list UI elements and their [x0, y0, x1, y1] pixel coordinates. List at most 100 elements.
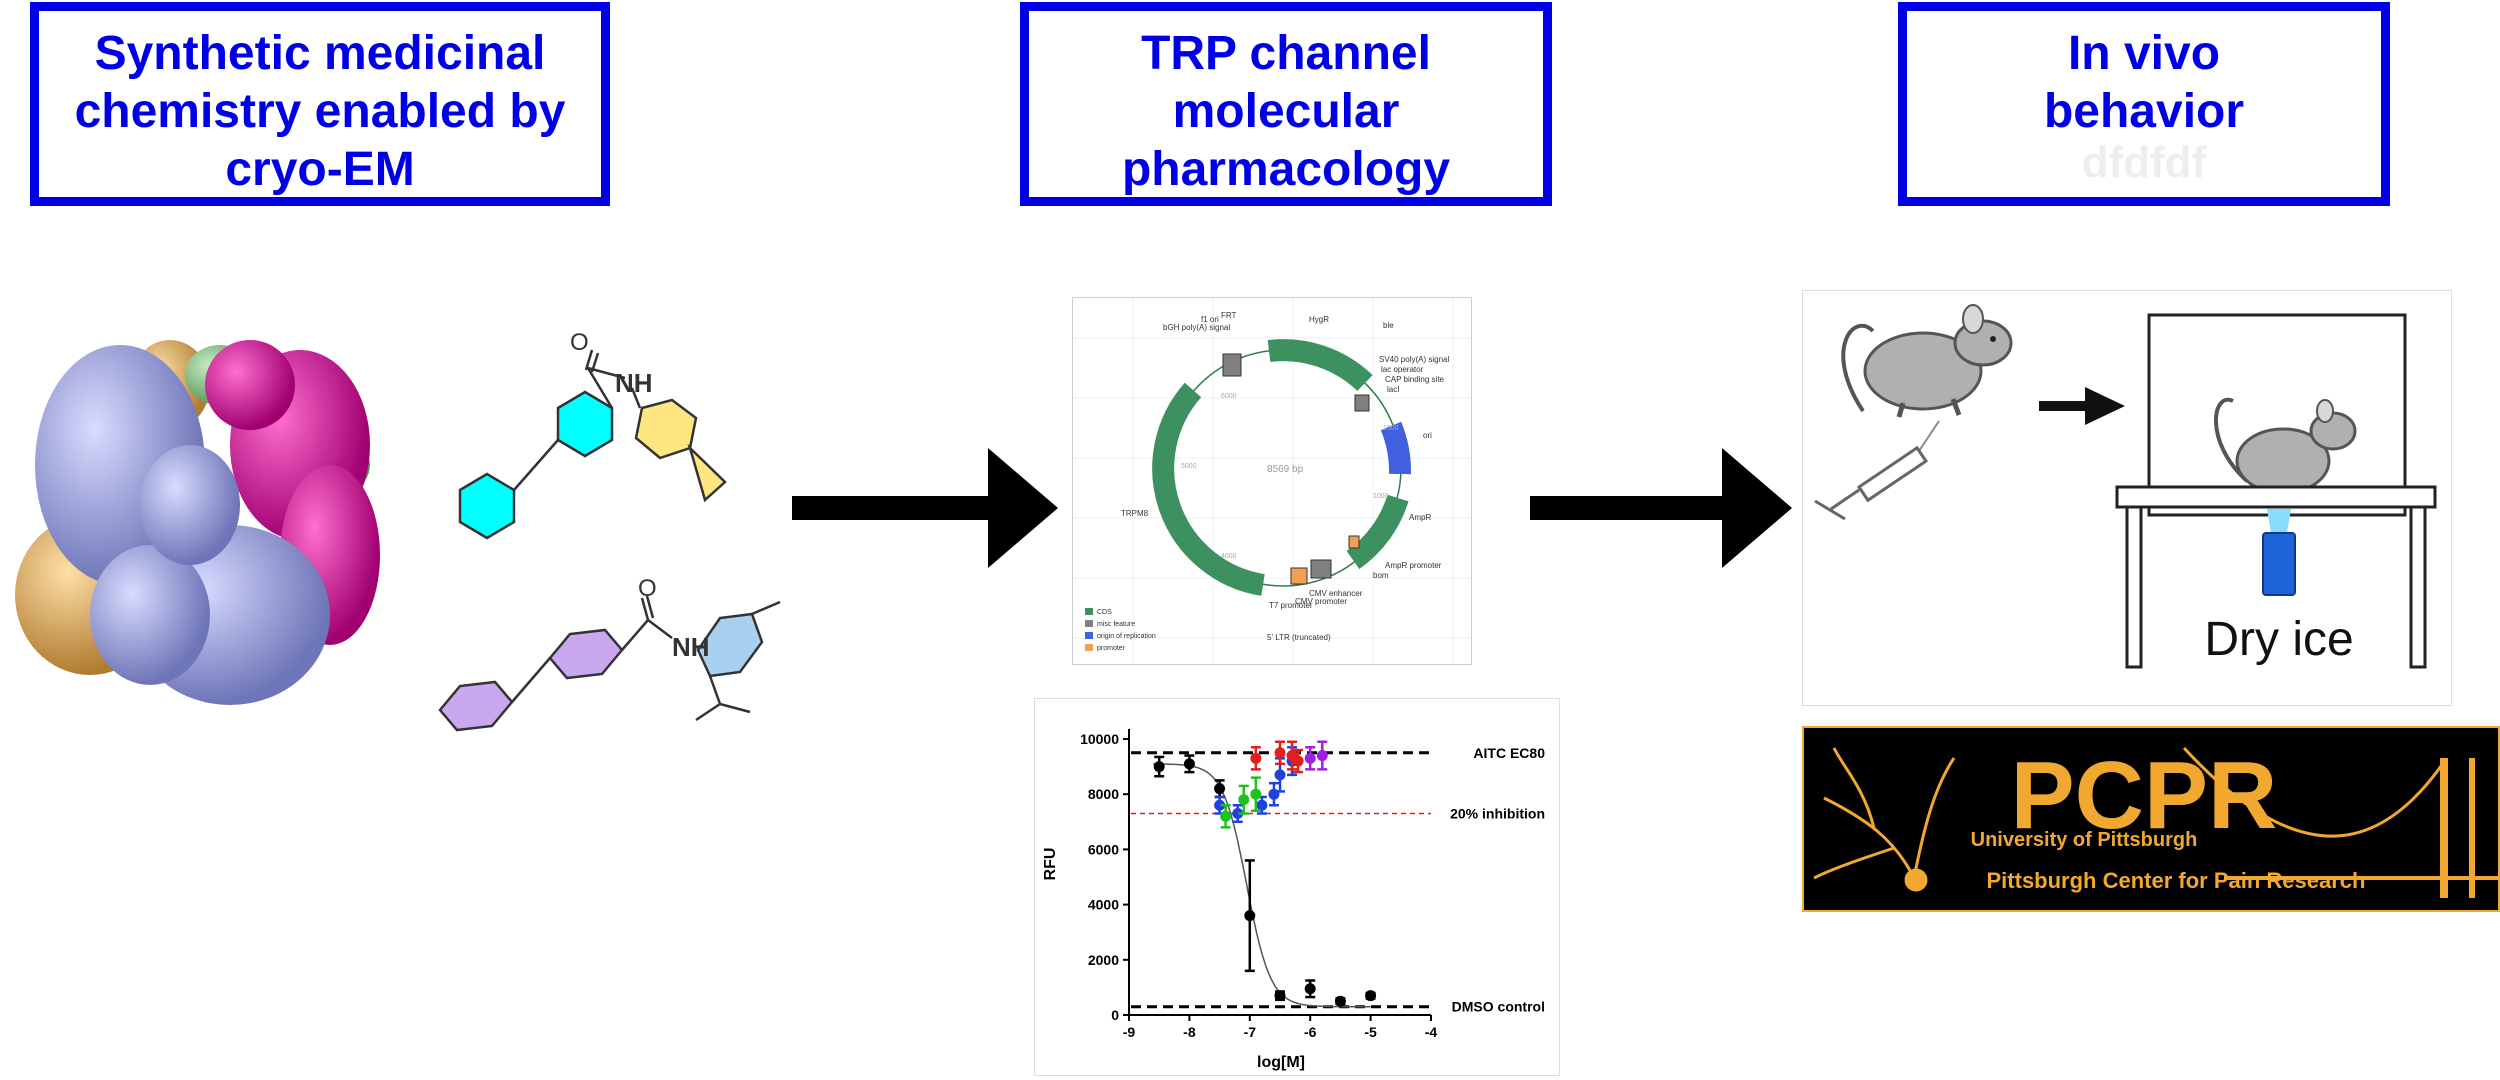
svg-text:bGH poly(A) signal: bGH poly(A) signal — [1163, 323, 1230, 332]
header-line: cryo-EM — [225, 143, 415, 196]
data-point — [1214, 799, 1226, 811]
misc-feature — [1354, 394, 1370, 412]
y-tick-label: 6000 — [1088, 841, 1119, 857]
header-pharmacology: TRP channel molecular pharmacology — [1020, 2, 1552, 206]
dry-ice-label: Dry ice — [2204, 613, 2353, 666]
data-point — [1256, 799, 1268, 811]
x-tick-label: -5 — [1364, 1024, 1377, 1040]
data-point — [1316, 750, 1328, 762]
arrow-right-2 — [1530, 448, 1792, 568]
data-point — [1214, 783, 1226, 795]
x-axis-label: log[M] — [1257, 1054, 1305, 1071]
arrow-small — [2039, 387, 2125, 425]
cold-plume — [2267, 509, 2291, 533]
data-point — [1153, 761, 1165, 773]
nh-label: NH — [615, 368, 653, 398]
plasmid-size: 8569 bp — [1267, 464, 1304, 475]
svg-text:6000: 6000 — [1221, 393, 1237, 400]
svg-text:1500: 1500 — [1383, 425, 1399, 432]
protein-blob-lavender — [35, 345, 330, 705]
svg-text:FRT: FRT — [1221, 311, 1237, 320]
behavior-illustration: Dry ice — [1814, 304, 2437, 669]
svg-text:ble: ble — [1383, 321, 1394, 330]
y-tick-label: 8000 — [1088, 786, 1119, 802]
plasmid-map-panel: 8569 bp bGH poly(A) signal f1 ori FRT Hy… — [1072, 297, 1472, 665]
data-point — [1244, 910, 1256, 922]
behavior-panel: Dry ice — [1802, 290, 2452, 706]
data-point — [1274, 990, 1286, 1002]
logo-line1: University of Pittsburgh — [1971, 829, 2198, 851]
svg-text:TRPM8: TRPM8 — [1121, 509, 1149, 518]
molecule-bottom — [438, 595, 781, 732]
dry-ice-bottle — [2262, 532, 2296, 596]
benzene-ring-cyan — [556, 390, 614, 458]
reference-line-label: DMSO control — [1452, 999, 1545, 1015]
header-line: chemistry enabled by — [74, 85, 566, 138]
data-point — [1292, 755, 1304, 767]
arrow-right-1 — [792, 448, 1058, 568]
molecule-top — [458, 349, 727, 540]
data-point — [1183, 758, 1195, 770]
svg-text:misc feature: misc feature — [1097, 621, 1135, 628]
reference-line-label: AITC EC80 — [1473, 745, 1545, 761]
header-behavior: In vivo behavior dfdfdf — [1898, 2, 2390, 206]
data-point — [1274, 747, 1286, 759]
misc-feature — [1310, 559, 1332, 579]
data-point — [1250, 788, 1262, 800]
plasmid-feature-labels: bGH poly(A) signal f1 ori FRT HygR ble S… — [1121, 311, 1449, 642]
cyclohexane-ring-yellow — [634, 398, 698, 460]
cyclopropane-ring-yellow — [687, 443, 727, 503]
svg-text:bom: bom — [1373, 571, 1389, 580]
neuron-icon — [1813, 747, 1956, 892]
cryo-em-structure — [15, 340, 380, 705]
plasmid-map: 8569 bp bGH poly(A) signal f1 ori FRT Hy… — [1073, 298, 1471, 664]
svg-text:ori: ori — [1423, 431, 1432, 440]
promoter-feature — [1348, 535, 1360, 549]
x-tick-label: -7 — [1244, 1024, 1257, 1040]
y-tick-label: 10000 — [1080, 731, 1119, 747]
bridge-icon — [2182, 746, 2498, 898]
header-chemistry: Synthetic medicinal chemistry enabled by… — [30, 2, 610, 206]
data-point — [1365, 990, 1377, 1002]
benzene-ring-purple — [548, 628, 624, 680]
reference-line-label: 20% inhibition — [1450, 806, 1545, 822]
logo-title: PCPR — [2011, 742, 2278, 849]
svg-text:CDS: CDS — [1097, 609, 1112, 616]
data-point — [1250, 752, 1262, 764]
svg-text:origin of replication: origin of replication — [1097, 633, 1156, 640]
pcpr-logo: PCPR University of Pittsburgh Pittsburgh… — [1802, 726, 2500, 912]
header-line: behavior — [2043, 85, 2245, 138]
data-point — [1232, 808, 1244, 820]
header-line: Synthetic medicinal — [94, 27, 546, 80]
plasmid-legend: CDS misc feature origin of replication p… — [1085, 608, 1156, 652]
svg-text:5' LTR (truncated): 5' LTR (truncated) — [1267, 633, 1331, 642]
table — [2115, 485, 2437, 669]
header-line: molecular — [1172, 85, 1400, 138]
x-tick-label: -6 — [1304, 1024, 1317, 1040]
pcpr-logo-art: PCPR University of Pittsburgh Pittsburgh… — [1813, 742, 2498, 898]
svg-text:4000: 4000 — [1221, 553, 1237, 560]
benzene-ring-purple — [438, 680, 514, 732]
logo-line2: Pittsburgh Center for Pain Research — [1987, 868, 2366, 893]
ghost-text: dfdfdf — [2081, 138, 2207, 187]
data-point — [1274, 769, 1286, 781]
header-line: TRP channel — [1141, 27, 1431, 80]
data-point — [1238, 794, 1250, 806]
header-line: In vivo — [2067, 27, 2221, 80]
svg-text:1000: 1000 — [1373, 493, 1389, 500]
misc-feature — [1222, 353, 1242, 377]
cds-segment — [1267, 339, 1373, 392]
data-point — [1220, 810, 1232, 822]
svg-text:CAP binding site: CAP binding site — [1385, 375, 1445, 384]
svg-text:AmpR promoter: AmpR promoter — [1385, 561, 1442, 570]
y-tick-label: 0 — [1111, 1007, 1119, 1023]
syringe-icon — [1814, 420, 1940, 521]
y-tick-label: 2000 — [1088, 952, 1119, 968]
svg-text:5000: 5000 — [1181, 463, 1197, 470]
cds-segment-trpm8 — [1152, 382, 1265, 596]
svg-text:HygR: HygR — [1309, 315, 1329, 324]
svg-text:AmpR: AmpR — [1409, 513, 1431, 522]
nh-label: NH — [672, 632, 710, 662]
